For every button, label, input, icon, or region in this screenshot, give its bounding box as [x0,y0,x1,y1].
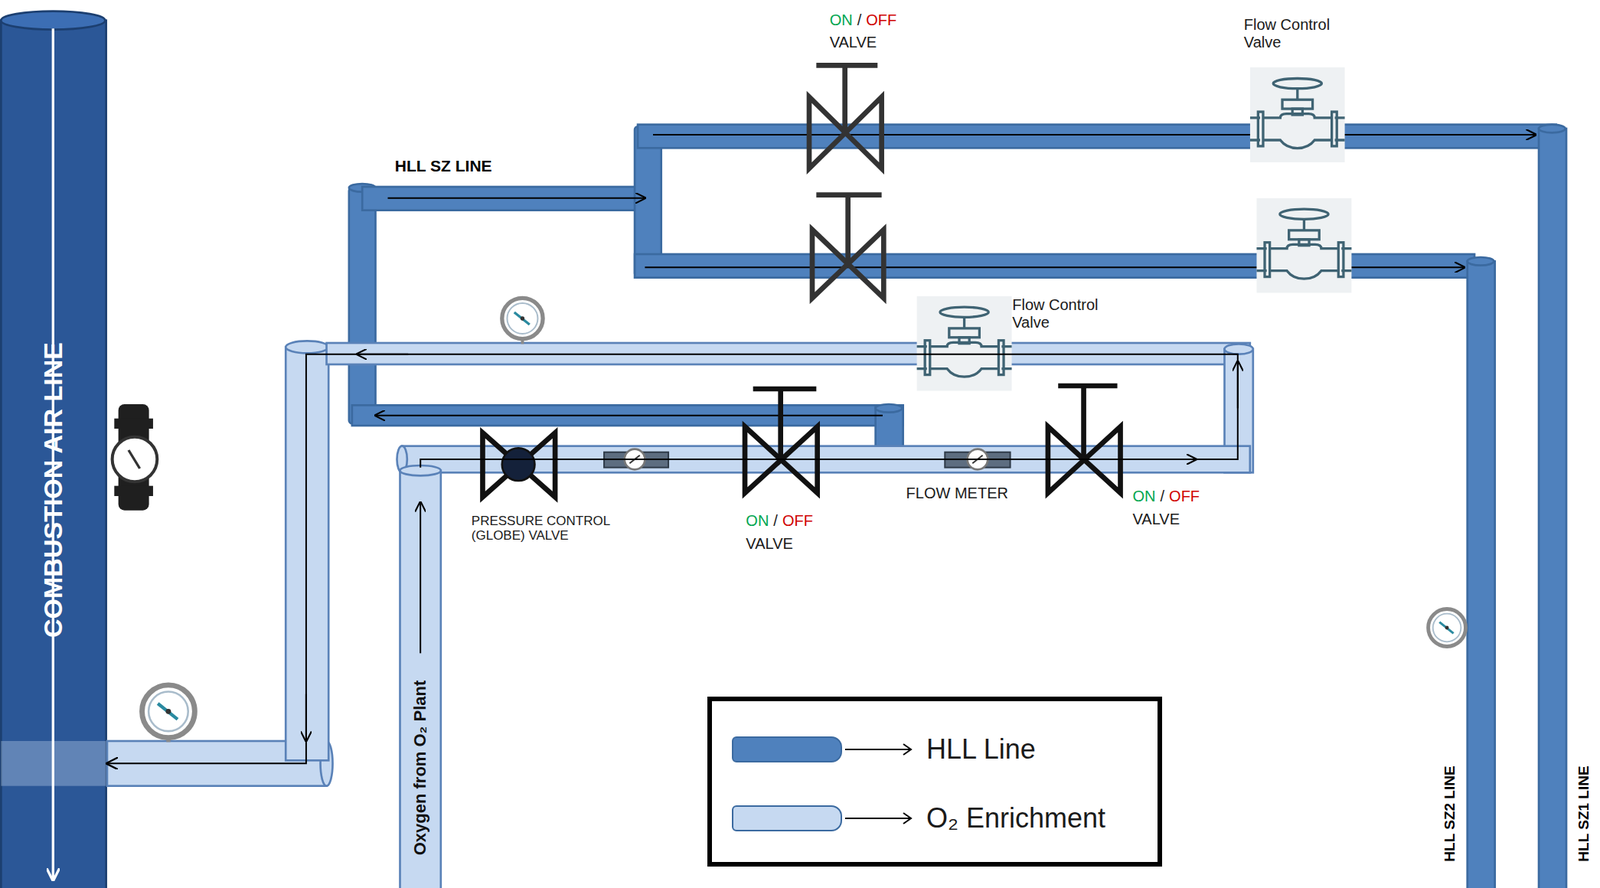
pipe-label: Oxygen from O₂ Plant [411,679,431,856]
line-name: HLL SZ1 LINE [1575,765,1593,862]
hll-pipes [352,404,904,426]
on-off-valve [1057,383,1117,389]
legend-box: HLL Line O₂ Enrichment [707,696,1163,867]
callout-text: OFF [865,11,897,30]
hll-pipes [1467,257,1495,266]
hll-pipes [362,186,660,211]
flow-control-valve [1250,67,1346,163]
legend-arrow [845,744,912,755]
legend-arrow [845,813,912,824]
valve-caption: PRESSURE CONTROL (GLOBE) VALVE [471,513,618,544]
o2-pipes [107,340,1254,888]
on-off-valve [809,65,882,169]
combustion-pipe [0,20,106,888]
legend-swatch [731,805,843,832]
hll-pipes [1538,124,1566,134]
callout-text: OFF [782,512,814,530]
pressure-gauge [1428,609,1467,647]
on-off-valve [842,65,848,133]
pipe-label: COMBUSTION AIR LINE [38,342,69,638]
valve-caption: Flow Control Valve [1012,296,1118,332]
on-off-valve [812,195,884,299]
on-off-valve [1080,385,1087,460]
o2-pipes [285,340,329,353]
flow-arrows [653,133,1536,136]
pressure-gauge [141,685,195,742]
pressure-gauge [502,297,543,339]
on-off-valve [816,62,878,69]
flow-control-valve [1256,198,1352,294]
legend-text: HLL Line [926,733,1036,765]
on-off-valve [753,386,817,392]
flow-arrows [419,502,422,654]
callout-text: ON [829,11,853,30]
on-off-valve [1048,385,1121,494]
callout-text: VALVE [1133,510,1181,529]
callout-text: HLL SZ LINE [395,156,493,176]
callout-text: FLOW METER [906,484,1009,503]
on-off-valve [744,388,818,494]
on-off-valve [845,195,851,264]
hll-pipes [1538,128,1567,888]
line-gauge [114,486,154,497]
pressure-gauge [1428,609,1467,647]
legend-swatch [731,736,843,763]
o2-pipes [285,346,329,761]
combustion-pipe [0,11,105,30]
hll-pipes [875,404,903,413]
combustion-air-pipe: COMBUSTION AIR LINE [0,13,108,888]
valve-caption: Flow Control Valve [1244,16,1350,52]
callout-text: VALVE [829,33,878,52]
callout-text: OFF [1168,487,1200,506]
flow-arrows [375,414,883,417]
flow-control-valve [917,296,1013,392]
hll-pipes [349,187,376,424]
globe-valve [482,432,556,497]
o2-pipes [400,470,441,888]
line-gauge [112,404,158,511]
o2-pipes [1224,343,1253,354]
globe-valve [502,447,536,481]
line-gauge [114,418,154,429]
oxygen-supply-pipe: Oxygen from O₂ Plant [400,467,441,888]
callout-text: VALVE [745,535,794,553]
callout-text: / [773,512,778,530]
on-off-valve [777,388,784,460]
pressure-gauge [141,685,195,738]
on-off-valve [816,192,882,198]
legend-arrow [843,741,921,758]
line-gauge [112,437,158,483]
callout-text: / [857,11,863,30]
hll-pipes [1467,261,1496,888]
callout-text: ON [745,512,769,530]
pressure-gauge [502,297,543,344]
hll-pipes [637,124,1557,149]
callout-text: ON [1133,487,1156,506]
callout-text: / [1160,487,1166,506]
line-gauge [128,450,141,469]
hll-pipes [349,124,1567,888]
flow-arrows [306,134,1536,742]
globe-valve [482,432,556,497]
legend-arrow [843,810,921,827]
combustion-pipe [0,11,106,888]
flow-arrows [388,197,646,200]
legend-text: O₂ Enrichment [926,802,1106,834]
line-name: HLL SZ2 LINE [1441,765,1459,862]
